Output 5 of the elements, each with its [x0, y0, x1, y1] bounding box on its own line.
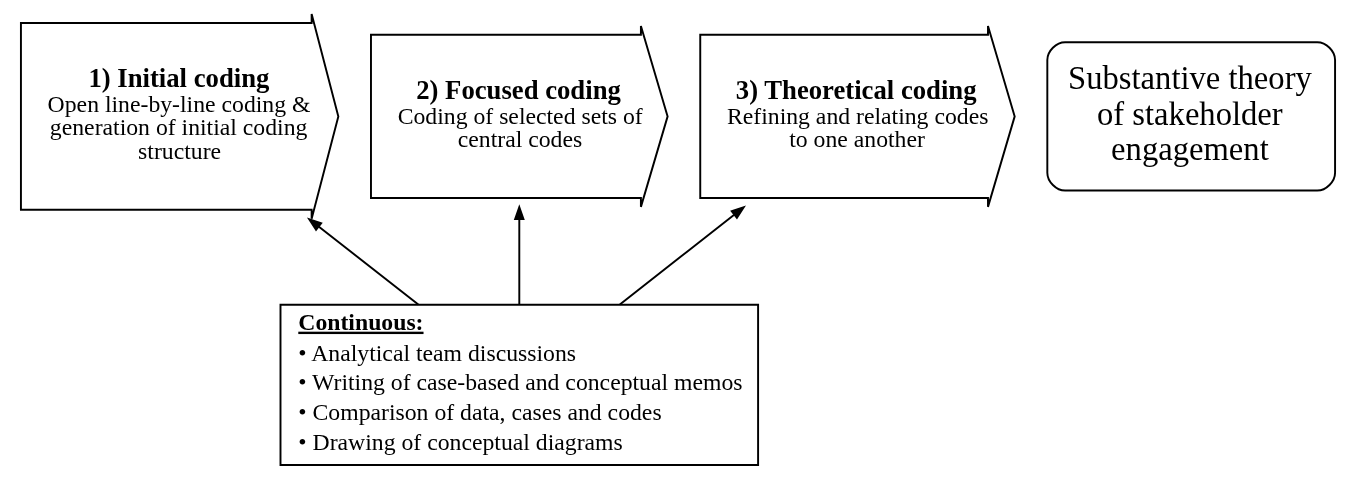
arrow	[306, 217, 420, 306]
arrow	[513, 204, 525, 306]
node-box: Continuous: • Analytical team discussions • Writing of case-based and conceptual memos • Comparison of data, cases and codes • Drawing of conceptual diagrams	[279, 303, 760, 466]
node-box: Substantive theory of stakeholder engagement	[1046, 41, 1337, 192]
arrow	[618, 205, 746, 306]
